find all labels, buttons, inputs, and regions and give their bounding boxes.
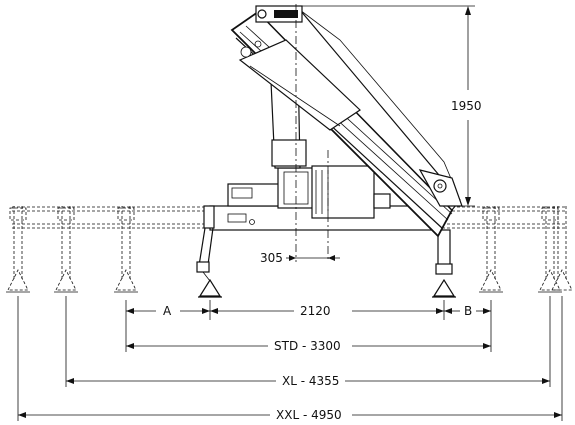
xl-dimension: XL - 4355 (65, 296, 551, 388)
crane-boom (230, 5, 463, 238)
dim-std-label: STD - 3300 (274, 339, 341, 353)
stabiliser-beam (12, 205, 565, 231)
dim-xl-label: XL - 4355 (282, 374, 339, 388)
span-dimension-row: A 2120 B (125, 300, 492, 320)
offset-dimension: 305 (260, 251, 340, 265)
dim-offset-label: 305 (260, 251, 283, 265)
std-dimension: STD - 3300 (125, 320, 492, 353)
dim-height-label: 1950 (451, 99, 482, 113)
xxl-dimension: XXL - 4950 (17, 296, 563, 422)
stabiliser-legs-right (432, 206, 573, 298)
dim-xxl-label: XXL - 4950 (276, 408, 342, 422)
dim-span-label: 2120 (300, 304, 331, 318)
dim-a-label: A (163, 304, 172, 318)
centre-lines (295, 4, 475, 262)
height-dimension: 1950 (451, 6, 482, 206)
dim-b-label: B (464, 304, 472, 318)
stabiliser-legs-left (6, 205, 222, 298)
